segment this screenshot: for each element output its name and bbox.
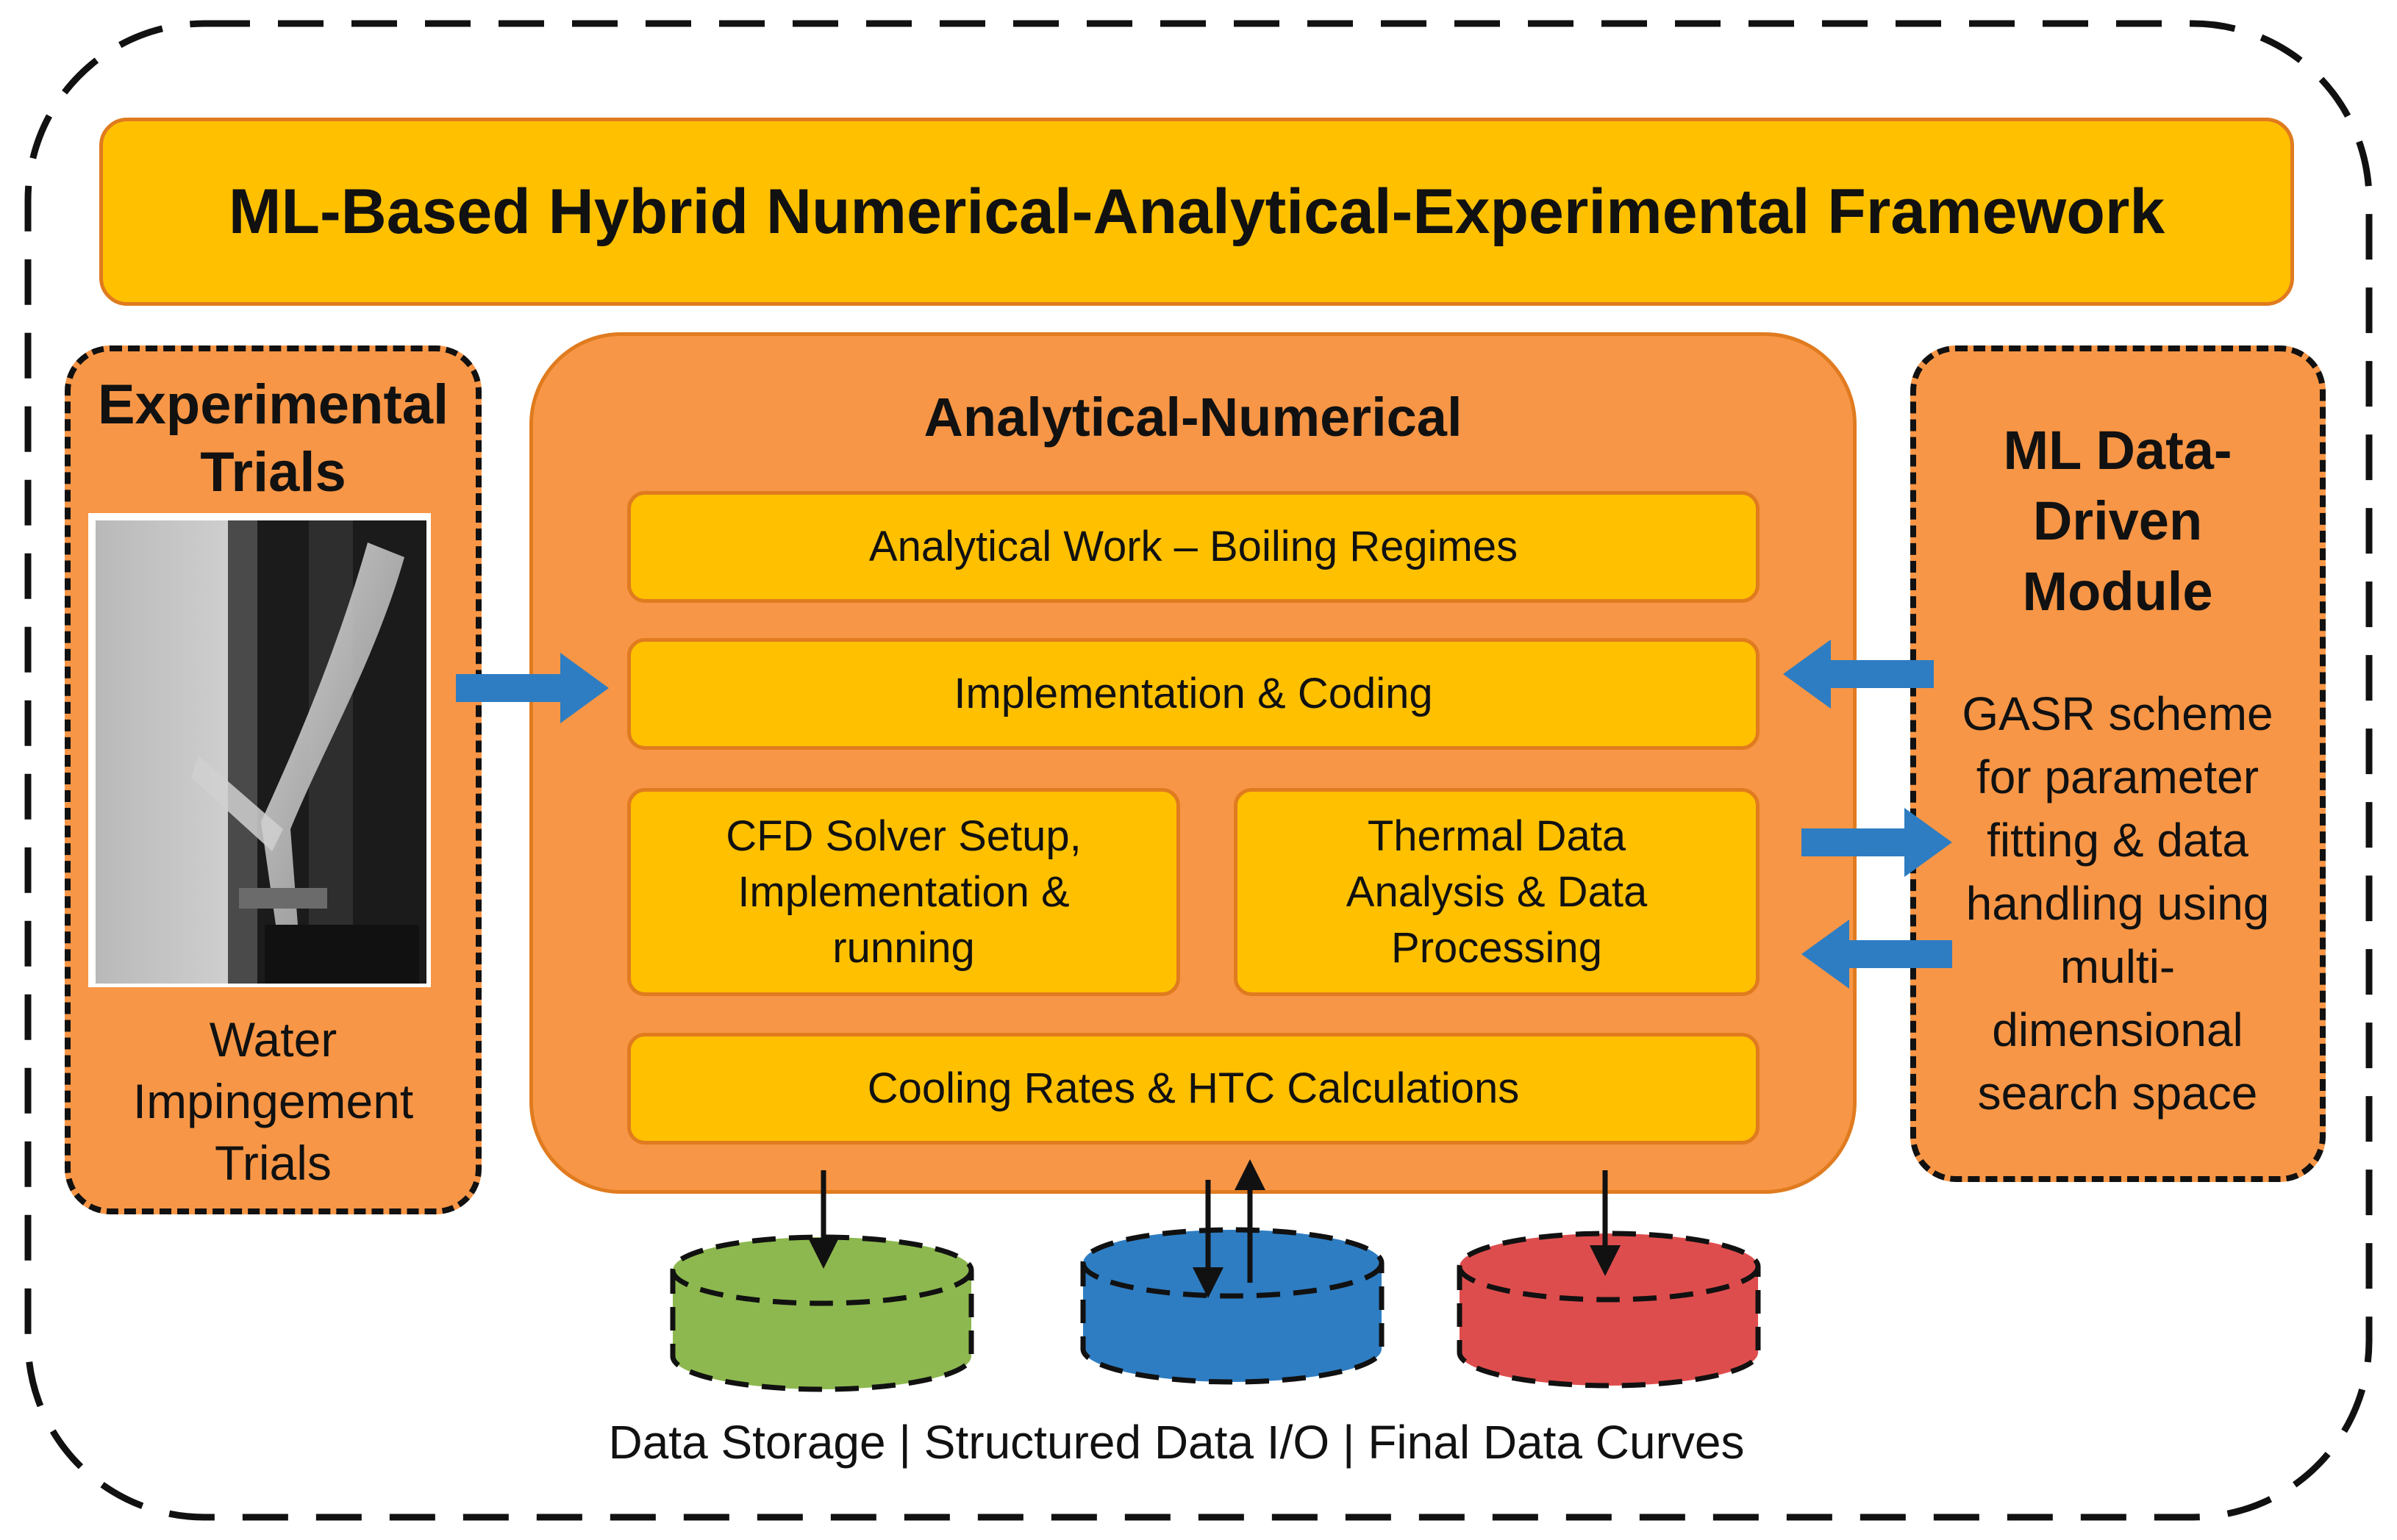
- experimental-trials-title: Experimental Trials: [74, 371, 473, 506]
- ml-desc-line: search space: [1977, 1067, 2258, 1120]
- experimental-title-line: Trials: [200, 441, 346, 504]
- experimental-to-implementation-arrow: [456, 653, 609, 723]
- ml-desc-line: multi-: [2060, 940, 2176, 993]
- caption-line: Water: [209, 1012, 337, 1067]
- analytical-numerical-title: Analytical-Numerical: [924, 387, 1462, 448]
- ml-module-description: GASR scheme for parameter fitting & data…: [1915, 682, 2320, 1125]
- cfd-solver-line: Implementation &: [737, 867, 1070, 916]
- caption-line: Impingement: [132, 1074, 414, 1128]
- water-impingement-caption: Water Impingement Trials: [74, 1009, 473, 1194]
- cfd-solver-line: running: [832, 923, 975, 972]
- ml-module-title: ML Data- Driven Module: [1915, 415, 2320, 627]
- thermal-data-line: Thermal Data: [1367, 812, 1626, 860]
- analytical-work-box: Analytical Work – Boiling Regimes: [627, 491, 1760, 603]
- ml-desc-line: handling using: [1965, 877, 2270, 930]
- implementation-coding-label: Implementation & Coding: [954, 670, 1433, 717]
- framework-title: ML-Based Hybrid Numerical-Analytical-Exp…: [99, 118, 2294, 306]
- ml-title-line: ML Data-: [2003, 420, 2232, 481]
- analytical-work-label: Analytical Work – Boiling Regimes: [868, 523, 1518, 570]
- thermal-to-ml-arrow: [1801, 808, 1952, 877]
- photo-illustration: [88, 513, 431, 987]
- framework-title-text: ML-Based Hybrid Numerical-Analytical-Exp…: [228, 176, 2165, 247]
- databases-caption: Data Storage | Structured Data I/O | Fin…: [608, 1416, 1745, 1469]
- cooling-rates-box: Cooling Rates & HTC Calculations: [627, 1033, 1760, 1145]
- cfd-solver-box: CFD Solver Setup, Implementation & runni…: [627, 788, 1180, 996]
- water-impingement-photo: [88, 513, 431, 987]
- thermal-data-line: Analysis & Data: [1346, 867, 1648, 916]
- ml-desc-line: fitting & data: [1987, 814, 2248, 867]
- ml-to-thermal-arrow: [1801, 920, 1952, 989]
- ml-desc-line: for parameter: [1976, 751, 2260, 803]
- caption-line: Trials: [215, 1136, 332, 1190]
- cooling-rates-label: Cooling Rates & HTC Calculations: [867, 1064, 1520, 1112]
- thermal-data-line: Processing: [1391, 923, 1602, 972]
- implementation-coding-box: Implementation & Coding: [627, 638, 1760, 750]
- ml-title-line: Module: [2022, 561, 2213, 622]
- final-data-curves-database: [1457, 1231, 1761, 1389]
- cfd-solver-line: CFD Solver Setup,: [726, 812, 1082, 860]
- structured-data-io-database: [1080, 1227, 1385, 1385]
- data-storage-database: [670, 1234, 974, 1392]
- ml-module-panel: [1910, 345, 2326, 1182]
- ml-to-implementation-arrow: [1783, 640, 1934, 709]
- ml-title-line: Driven: [2032, 490, 2203, 551]
- ml-desc-line: GASR scheme: [1962, 687, 2273, 740]
- thermal-data-box: Thermal Data Analysis & Data Processing: [1234, 788, 1760, 996]
- ml-desc-line: dimensional: [1992, 1003, 2243, 1056]
- experimental-title-line: Experimental: [97, 373, 449, 436]
